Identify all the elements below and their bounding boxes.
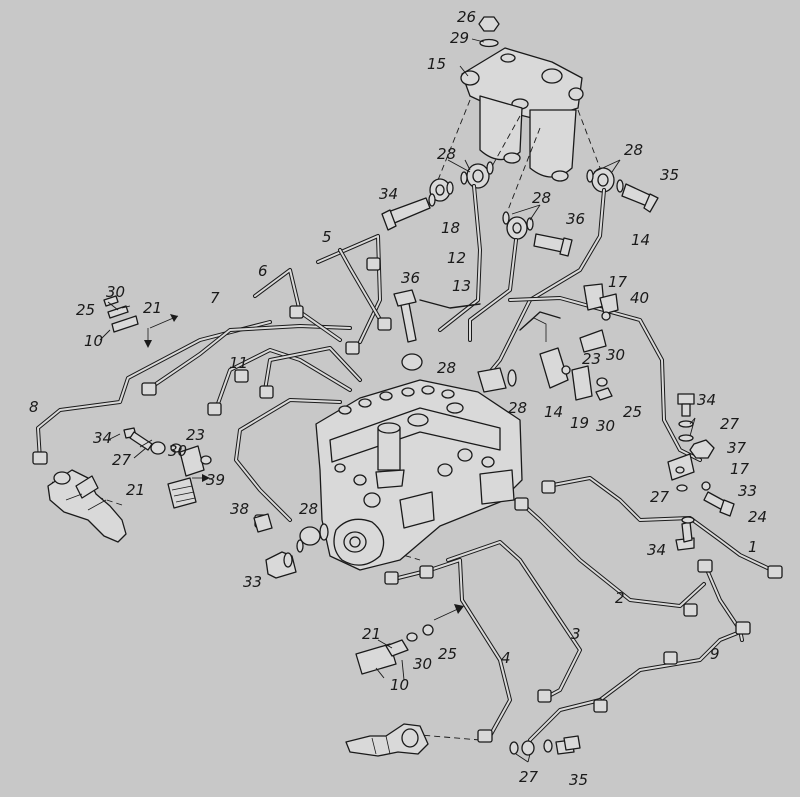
callout-1: 1 [748, 538, 758, 556]
callout-38: 38 [230, 500, 249, 518]
callout-35b: 36 [566, 210, 585, 228]
callout-19: 18 [441, 219, 460, 237]
callout-23b: 23 [186, 426, 205, 444]
callout-32: 33 [243, 573, 262, 591]
callout-25c: 25 [438, 645, 457, 663]
bottom-banjo-parts [509, 735, 581, 756]
callout-12: 12 [447, 249, 466, 267]
callout-31: 33 [738, 482, 757, 500]
callout-16: 15 [427, 55, 446, 73]
callout-28f: 28 [299, 500, 318, 518]
callout-24: 24 [748, 508, 767, 526]
callout-14: 14 [631, 231, 650, 249]
callout-2: 2 [615, 589, 625, 607]
callout-28a: 28 [437, 145, 456, 163]
left-mid-parts [123, 427, 212, 509]
callout-10a: 10 [84, 332, 103, 350]
callout-5: 5 [322, 228, 332, 246]
right-fitting-parts [667, 393, 735, 551]
callout-9: 9 [710, 645, 720, 663]
callout-30b: 30 [606, 346, 625, 364]
callout-27a: 27 [720, 415, 740, 433]
callout-34b: 34 [93, 429, 112, 447]
callout-25a: 25 [76, 301, 95, 319]
lower-left-plugs [253, 513, 297, 579]
callout-34c: 34 [647, 541, 666, 559]
callout-25b: 25 [623, 403, 642, 421]
callout-13: 13 [452, 277, 471, 295]
callout-7: 7 [210, 289, 220, 307]
callout-27d: 27 [519, 768, 539, 786]
callout-18: 17 [730, 460, 750, 478]
callout-28c: 28 [532, 189, 551, 207]
callout-39: 39 [206, 471, 225, 489]
callout-11: 11 [229, 354, 248, 372]
callout-26: 26 [457, 8, 476, 26]
bracket-assembly [519, 283, 619, 401]
callout-33: 34 [379, 185, 398, 203]
callout-40: 40 [630, 289, 649, 307]
callout-27b: 27 [112, 451, 132, 469]
leader-lines [99, 38, 696, 763]
callout-22: 21 [126, 481, 145, 499]
callout-8: 8 [29, 398, 39, 416]
callout-21a: 21 [143, 299, 162, 317]
callout-30d: 30 [168, 442, 187, 460]
callout-28b: 28 [624, 141, 643, 159]
callout-27c: 27 [650, 488, 670, 506]
callout-35a: 35 [660, 166, 679, 184]
lower-small-parts [355, 604, 464, 675]
callout-labels: 26 29 15 28 28 35 34 28 18 36 5 12 14 6 … [29, 8, 767, 789]
callout-30c: 30 [596, 417, 615, 435]
bottom-injector [345, 723, 429, 757]
callout-36: 36 [401, 269, 420, 287]
callout-23a: 23 [582, 350, 601, 368]
callout-10b: 10 [390, 676, 409, 694]
callout-17: 17 [608, 273, 628, 291]
callout-37: 37 [727, 439, 747, 457]
callout-28d: 28 [437, 359, 456, 377]
fuel-filter-assembly [460, 16, 584, 182]
injection-pump [296, 353, 523, 571]
callout-20: 19 [570, 414, 589, 432]
left-small-parts [103, 295, 179, 348]
high-pressure-lines [36, 234, 778, 750]
callout-29: 29 [450, 29, 469, 47]
callout-30a: 30 [106, 283, 125, 301]
filter-fittings [381, 161, 659, 343]
callout-6: 6 [258, 262, 268, 280]
callout-28e: 28 [508, 399, 527, 417]
callout-4: 4 [501, 649, 511, 667]
callout-21b: 21 [362, 625, 381, 643]
callout-30e: 30 [413, 655, 432, 673]
fuel-feed-lines [419, 184, 606, 374]
callout-34d: 35 [569, 771, 588, 789]
left-injector [47, 469, 127, 543]
callout-34a: 34 [697, 391, 716, 409]
pipe-nuts [32, 257, 783, 743]
callout-15: 14 [544, 403, 563, 421]
callout-3: 3 [571, 625, 581, 643]
